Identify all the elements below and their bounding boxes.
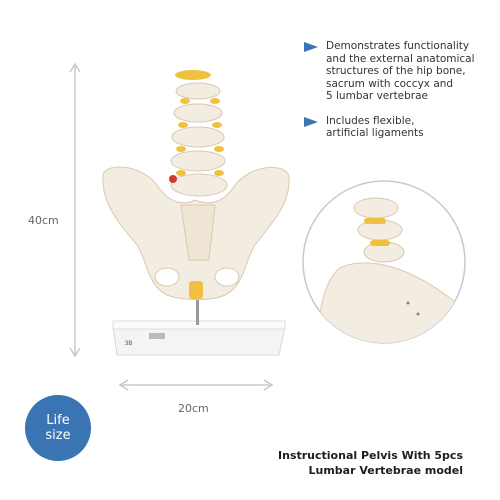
product-caption: Instructional Pelvis With 5pcs Lumbar Ve…: [250, 448, 463, 478]
pelvis-model-image: 3B: [102, 70, 290, 356]
feature-text-line: and the external anatomical: [326, 52, 475, 65]
feature-text-line: artificial ligaments: [326, 127, 424, 139]
badge-line-2: size: [45, 428, 71, 443]
feature-text-line: structures of the hip bone,: [326, 65, 466, 77]
caption-line-2: Lumbar Vertebrae model: [308, 464, 463, 477]
feature-list: Demonstrates functionality and the exter…: [304, 40, 494, 140]
caption-line-1: Instructional Pelvis With 5pcs: [278, 449, 463, 462]
height-label: 40cm: [28, 214, 59, 227]
feature-item: Includes flexible, artificial ligaments: [304, 115, 494, 140]
life-size-badge: Life size: [25, 395, 91, 461]
svg-text:3B: 3B: [125, 341, 132, 347]
height-dimension-arrow: [69, 62, 81, 358]
detail-zoom-circle: [302, 180, 466, 344]
feature-text-line: 5 lumbar vertebrae: [326, 90, 429, 102]
badge-line-1: Life: [46, 413, 70, 428]
triangle-bullet-icon: [304, 42, 318, 52]
width-dimension-arrow: [118, 379, 274, 391]
feature-text-line: sacrum with coccyx and: [326, 77, 454, 90]
width-label: 20cm: [178, 402, 209, 415]
feature-item: Demonstrates functionality and the exter…: [304, 40, 494, 103]
feature-text-line: Includes flexible,: [326, 114, 415, 127]
feature-text-line: Demonstrates functionality: [326, 40, 470, 52]
triangle-bullet-icon: [304, 116, 318, 127]
